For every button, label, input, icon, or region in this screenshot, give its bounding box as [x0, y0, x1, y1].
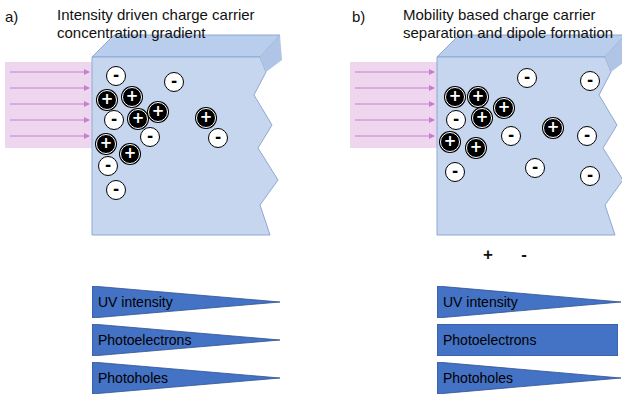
electron-circle: - [580, 166, 600, 186]
charge-sign: + [441, 133, 459, 150]
charge-sign: - [581, 72, 599, 89]
electron-circle: - [106, 66, 126, 86]
electron-circle: - [525, 158, 545, 178]
band-label: Photoholes [98, 362, 168, 394]
panel-letter: a) [5, 8, 35, 26]
charge-sign: + [446, 88, 464, 105]
hole-circle: + [196, 108, 216, 128]
charge-sign: - [141, 128, 159, 145]
hole-circle: + [466, 138, 486, 158]
charge-sign: + [544, 119, 562, 136]
band-label: Photoelectrons [98, 324, 191, 356]
band-label: UV intensity [443, 286, 518, 318]
electron-circle: - [446, 110, 466, 130]
band-label: UV intensity [98, 286, 173, 318]
charge-sign: - [99, 157, 117, 174]
charge-sign: + [469, 88, 487, 105]
intensity-wedge: UV intensity [437, 286, 621, 318]
hole-circle: + [148, 102, 168, 122]
charge-sign: + [123, 88, 141, 105]
charge-sign: + [121, 145, 139, 162]
hole-circle: + [122, 87, 142, 107]
electron-circle: - [577, 126, 597, 146]
electron-circle: - [501, 126, 521, 146]
charge-sign: + [495, 99, 513, 116]
electron-circle: - [208, 128, 228, 148]
intensity-bar: Photoelectrons [437, 324, 618, 356]
charge-sign: - [578, 127, 596, 144]
panel-title: Intensity driven charge carrier concentr… [57, 6, 297, 42]
band-label: Photoholes [443, 362, 513, 394]
hole-circle: + [120, 144, 140, 164]
charge-sign: + [149, 103, 167, 120]
hole-circle: + [494, 98, 514, 118]
band-label: Photoelectrons [443, 324, 536, 356]
electron-circle: - [517, 68, 537, 88]
charge-sign: - [581, 167, 599, 184]
electron-circle: - [140, 127, 160, 147]
hole-circle: + [445, 87, 465, 107]
hole-circle: + [468, 87, 488, 107]
dipole-sign: - [516, 246, 532, 264]
charge-sign: - [209, 129, 227, 146]
charge-sign: - [446, 163, 464, 180]
hole-circle: + [472, 108, 492, 128]
electron-circle: - [164, 72, 184, 92]
electron-circle: - [445, 162, 465, 182]
intensity-wedge: Photoelectrons [92, 324, 280, 356]
charge-sign: + [473, 109, 491, 126]
intensity-wedge: Photoholes [437, 362, 621, 394]
hole-circle: + [543, 118, 563, 138]
electron-circle: - [98, 156, 118, 176]
charge-sign: + [197, 109, 215, 126]
charge-sign: - [107, 67, 125, 84]
charge-sign: + [467, 139, 485, 156]
charge-sign: - [165, 73, 183, 90]
charge-sign: + [98, 91, 116, 108]
electron-circle: - [104, 110, 124, 130]
intensity-wedge: UV intensity [92, 286, 280, 318]
hole-circle: + [128, 109, 148, 129]
panel-letter: b) [352, 8, 382, 26]
charge-sign: - [502, 127, 520, 144]
charge-sign: - [107, 181, 125, 198]
dipole-sign: + [480, 246, 496, 264]
electron-circle: - [106, 180, 126, 200]
electron-circle: - [580, 71, 600, 91]
charge-sign: - [518, 69, 536, 86]
charge-sign: + [97, 135, 115, 152]
hole-circle: + [440, 132, 460, 152]
intensity-wedge: Photoholes [92, 362, 280, 394]
panel-title: Mobility based charge carrier separation… [403, 6, 618, 42]
hole-circle: + [96, 134, 116, 154]
charge-sign: + [129, 110, 147, 127]
charge-sign: - [526, 159, 544, 176]
hole-circle: + [97, 90, 117, 110]
charge-sign: - [447, 111, 465, 128]
charge-sign: - [105, 111, 123, 128]
